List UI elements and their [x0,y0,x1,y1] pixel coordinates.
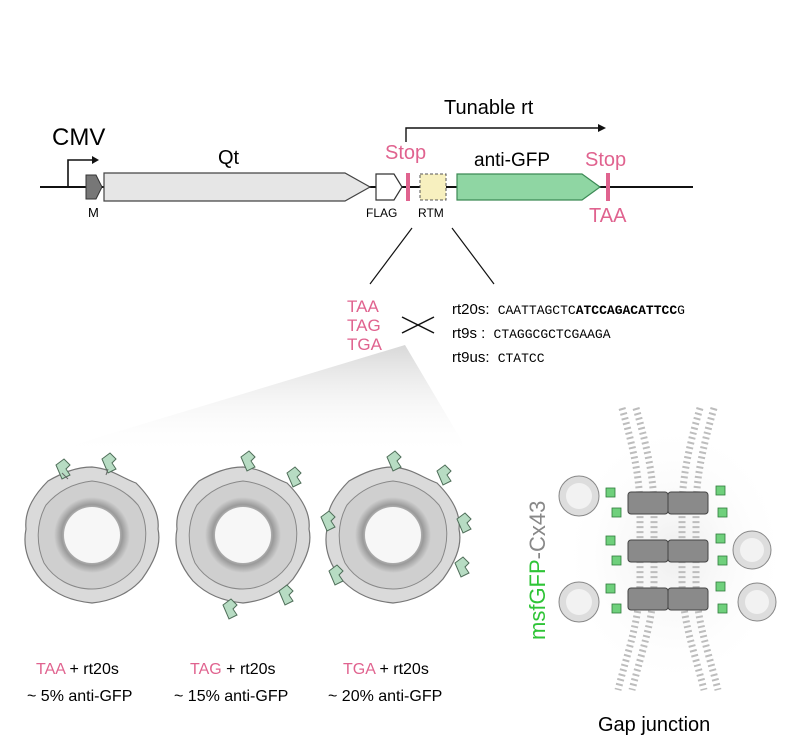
promoter-label: CMV [52,124,105,151]
antigfp-label: anti-GFP [474,150,550,171]
gap-junction-illustration: msfGFP-Cx43 Gap junction [525,407,790,736]
stop-2-label: Stop [585,149,626,171]
caption-tag-plus: + rt20s [222,661,276,678]
rtm-box [419,173,447,201]
construct-diagram: CMV M Qt FLAG Stop RTM anti-GFP Stop TAA… [40,97,693,285]
codon-taa: TAA [347,297,379,316]
cross-icon [401,316,435,334]
caption-tag: TAG + rt20s [190,661,276,678]
msfgfp-cx43-label: msfGFP-Cx43 [525,501,550,640]
tunable-label: Tunable rt [444,97,534,119]
stop-1-label: Stop [385,142,426,164]
tunable-arrow [405,127,600,142]
flag-label: FLAG [366,206,397,220]
particle-tga [320,450,472,604]
seq-rt9s-plain: CTAGGCGCTCGAAGA [494,327,611,342]
seq-rt9s: rt9s : CTAGGCGCTCGAAGA [452,325,611,342]
particle-group [24,450,472,620]
particle-taa [24,452,160,604]
seq-rt20s-bold: ATCCAGACATTCC [576,303,678,318]
seq-rt9us: rt9us: CTATCC [452,349,545,366]
caption-tag-pct: ~ 15% anti-GFP [174,688,288,705]
taa-label: TAA [589,205,627,227]
codon-list: TAA TAG TGA [347,297,435,354]
caption-taa: TAA + rt20s [36,661,119,678]
caption-tga-codon: TGA [343,661,376,678]
vesicles [558,475,777,623]
caption-tag-codon: TAG [190,661,222,678]
caption-tga: TGA + rt20s [343,661,429,678]
codon-tga: TGA [347,335,383,354]
stop-codon-2-mark [606,173,610,201]
seq-rt20s: rt20s: CAATTAGCTCATCCAGACATTCCG [452,301,685,318]
m-element [85,174,103,200]
seq-rt9s-name: rt9s : [452,325,485,342]
caption-taa-codon: TAA [36,661,66,678]
caption-tga-plus: + rt20s [375,661,429,678]
rtm-label: RTM [418,206,444,220]
zoom-line-left [369,227,413,285]
zoom-fan [40,345,470,455]
flag-tag [375,173,403,201]
channel-row [627,491,709,611]
qt-label: Qt [218,147,240,169]
qt-gene-arrow [103,172,372,202]
seq-rt9us-name: rt9us: [452,349,490,366]
promoter-arrow-icon [67,159,92,187]
antigfp-gene-arrow [456,173,602,201]
particle-captions: TAA + rt20s ~ 5% anti-GFP TAG + rt20s ~ … [27,661,442,705]
particle-tag [175,450,311,620]
gap-junction-title: Gap junction [598,714,710,736]
cx43-label: -Cx43 [525,501,550,560]
caption-taa-plus: + rt20s [65,661,119,678]
zoom-line-right [451,227,495,285]
gfp-tags [605,485,728,614]
seq-rt20s-name: rt20s: [452,301,490,318]
caption-taa-pct: ~ 5% anti-GFP [27,688,132,705]
m-label: M [88,205,99,220]
seq-rt20s-plain: CAATTAGCTC [498,303,576,318]
promoter-arrowhead-icon [92,156,99,164]
msfgfp-label: msfGFP [525,559,550,640]
tunable-arrowhead-icon [598,124,606,132]
caption-tga-pct: ~ 20% anti-GFP [328,688,442,705]
seq-rt20s-tail: G [677,303,685,318]
seq-rt9us-plain: CTATCC [498,351,545,366]
sequence-list: rt20s: CAATTAGCTCATCCAGACATTCCG rt9s : C… [452,301,685,366]
stop-codon-1-mark [406,173,410,201]
codon-tag: TAG [347,316,381,335]
